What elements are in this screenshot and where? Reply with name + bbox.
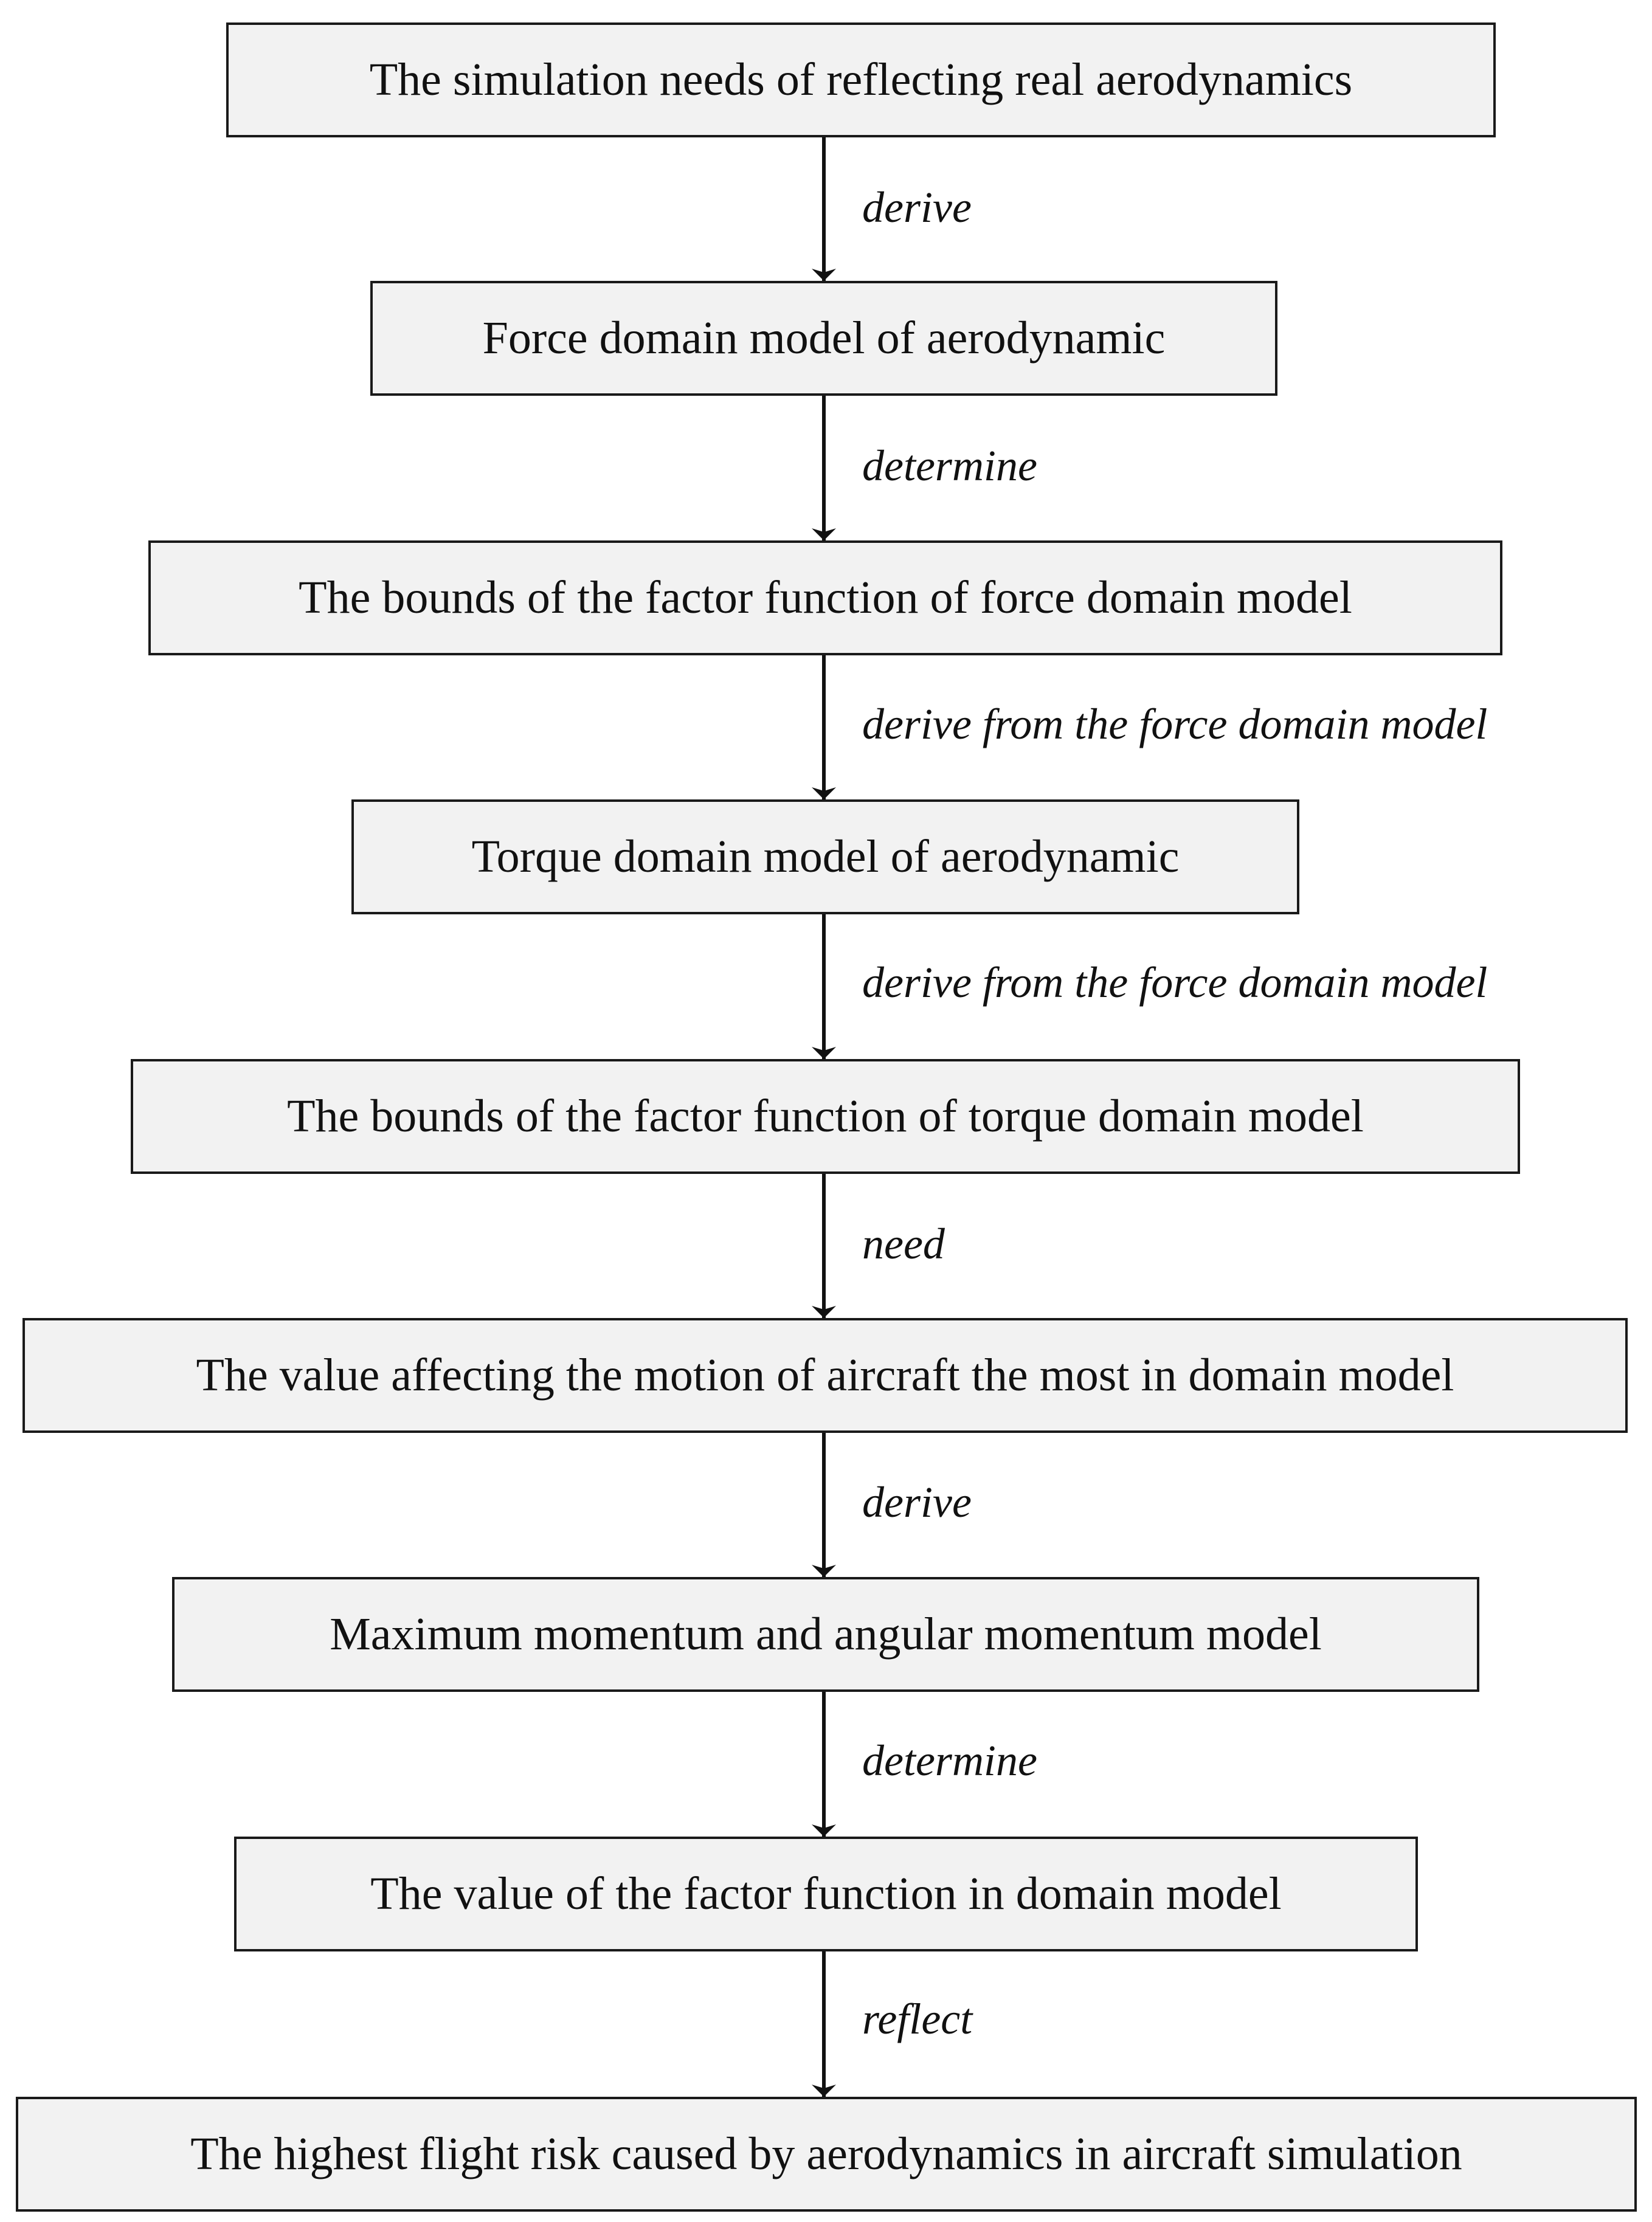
- node-force-factor-bounds: The bounds of the factor function of for…: [148, 540, 1502, 655]
- node-highest-flight-risk: The highest flight risk caused by aerody…: [16, 2097, 1637, 2212]
- edge-label-derive-from-force-2: derive from the force domain model: [862, 958, 1488, 1007]
- edge-label-derive-from-force: derive from the force domain model: [862, 700, 1488, 748]
- node-max-affecting-value: The value affecting the motion of aircra…: [22, 1318, 1628, 1433]
- node-force-domain-model: Force domain model of aerodynamic: [370, 281, 1277, 396]
- node-momentum-model: Maximum momentum and angular momentum mo…: [172, 1577, 1479, 1692]
- edge-label-reflect: reflect: [862, 1995, 973, 2043]
- edge-label-derive-2: derive: [862, 1478, 972, 1527]
- edge-label-need: need: [862, 1220, 945, 1268]
- node-torque-factor-bounds: The bounds of the factor function of tor…: [131, 1059, 1520, 1174]
- node-factor-value: The value of the factor function in doma…: [234, 1837, 1418, 1951]
- edge-label-derive: derive: [862, 183, 972, 232]
- node-simulation-needs: The simulation needs of reflecting real …: [226, 22, 1496, 137]
- node-torque-domain-model: Torque domain model of aerodynamic: [351, 799, 1299, 914]
- edge-label-determine: determine: [862, 441, 1037, 490]
- edge-label-determine-2: determine: [862, 1736, 1037, 1785]
